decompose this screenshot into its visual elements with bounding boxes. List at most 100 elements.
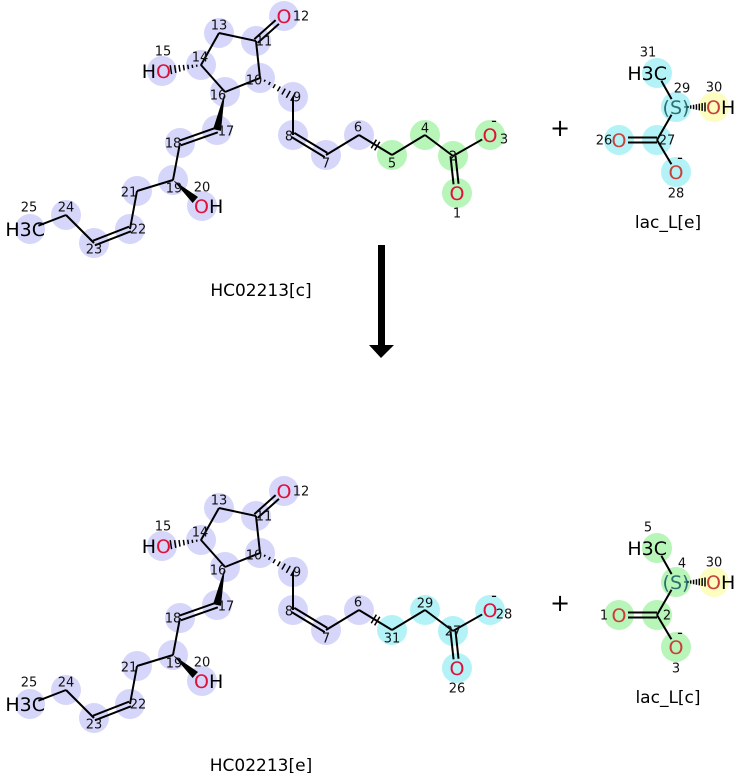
atom-number: 27 [445, 625, 462, 640]
atom-number: 13 [211, 19, 228, 34]
bond-5-4 [660, 555, 673, 575]
atom-number: 3 [672, 662, 680, 677]
bond-16-17-wedge [213, 567, 225, 606]
bond-27-28 [452, 613, 483, 632]
plus-sign-reactants: + [550, 114, 570, 142]
bond-18-19 [172, 142, 181, 181]
bond-17-18-double [178, 601, 217, 617]
bond-10-9-hash [263, 79, 266, 83]
atom-highlight-15 [147, 531, 177, 561]
atom-number: 14 [192, 51, 209, 66]
atom-symbol-5: H3C [627, 538, 667, 560]
atom-symbol-3: O [483, 125, 498, 147]
atom-number: 14 [192, 526, 209, 541]
atom-number: 5 [388, 157, 396, 172]
atom-highlight-3 [661, 632, 691, 662]
bond-17-18-double [178, 126, 217, 142]
atom-number: 17 [218, 600, 235, 615]
bond-14-15-hash [187, 539, 190, 545]
bond-18-19 [172, 617, 181, 656]
atom-number: 19 [166, 182, 183, 197]
atom-number: 16 [210, 89, 227, 104]
atom-number: 17 [218, 125, 235, 140]
reaction-arrow [369, 245, 394, 358]
atom-number: 10 [246, 74, 263, 89]
atom-highlight-15 [147, 56, 177, 86]
bond-10-9-hash [285, 565, 291, 574]
bond-10-9-hash [290, 567, 296, 577]
atom-number: 2 [663, 609, 671, 624]
atom-number: 9 [293, 566, 301, 581]
bond-11-13 [218, 507, 257, 517]
atom-number: 21 [121, 661, 138, 676]
atom-highlight-29 [661, 92, 691, 122]
bond-22-23-double [94, 230, 132, 247]
atom-number: 25 [21, 676, 38, 691]
atom-number: 31 [640, 46, 657, 61]
molecule-name: lac_L[e] [635, 213, 701, 233]
bond-6-7 [325, 609, 360, 631]
bond-22-23-double [94, 705, 132, 722]
atom-highlight-5 [642, 533, 672, 563]
plus-sign-products: + [550, 589, 570, 617]
bond-10-9-hash [272, 83, 276, 89]
atom-number: 24 [58, 676, 75, 691]
atom-highlight-25 [15, 689, 45, 719]
bond-2-3 [452, 138, 483, 157]
bond-10-9-hash [290, 92, 296, 102]
atom-number: 10 [246, 549, 263, 564]
bond-26-27-double [449, 631, 455, 660]
atom-symbol-1: O [612, 605, 627, 627]
atom-highlight-31 [642, 58, 672, 88]
atom-number: 20 [194, 181, 211, 196]
bond-16-10 [224, 552, 261, 568]
atom-symbol-28: O [483, 600, 498, 622]
atom-highlight-30 [699, 567, 729, 597]
atom-number: 21 [121, 186, 138, 201]
bond-17-18-double [180, 131, 219, 147]
atom-number: 18 [165, 612, 182, 627]
bond-21-22 [129, 665, 138, 705]
atom-number: 26 [449, 682, 466, 697]
bond-13-14 [200, 32, 220, 66]
atom-number: 5 [644, 521, 652, 536]
atom-number: 20 [194, 656, 211, 671]
atom-charge: - [677, 148, 683, 167]
bond-14-15-hash [178, 64, 181, 72]
bond-27-29 [424, 609, 454, 632]
atom-number: 4 [678, 557, 686, 572]
bond-11-13 [218, 32, 257, 42]
bond-10-9-hash [285, 90, 291, 99]
atom-number: 30 [706, 556, 723, 571]
bond-13-14 [200, 507, 220, 541]
bond-10-9-hash [267, 556, 271, 561]
atom-charge: - [491, 586, 497, 605]
atom-number: 1 [453, 207, 461, 222]
bond-5-6 [358, 134, 393, 156]
bond-14-15-hash [178, 539, 181, 547]
atom-number: 27 [659, 134, 676, 149]
atom-highlight-12 [269, 1, 299, 31]
bond-10-9-hash [276, 86, 281, 92]
bond-4-2 [656, 589, 673, 616]
atom-symbol-31: H3C [627, 63, 667, 85]
bond-10-11 [255, 40, 261, 79]
atom-number: 22 [130, 698, 147, 713]
bond-10-9-hash [272, 558, 276, 564]
atom-symbol-12: O [277, 6, 292, 28]
atom-charge: - [491, 111, 497, 130]
atom-number: 22 [130, 223, 147, 238]
atom-number: 29 [674, 82, 691, 97]
bond-21-22 [129, 190, 138, 230]
atom-symbol-20: OH [194, 671, 223, 693]
atom-symbol-26: O [450, 658, 465, 680]
atom-number: 6 [354, 596, 362, 611]
atom-symbol-28: O [669, 162, 684, 184]
atom-number: 23 [86, 718, 103, 733]
atom-number: 9 [293, 91, 301, 106]
molecule-name: HC02213[e] [210, 756, 312, 773]
atom-number: 24 [58, 201, 75, 216]
